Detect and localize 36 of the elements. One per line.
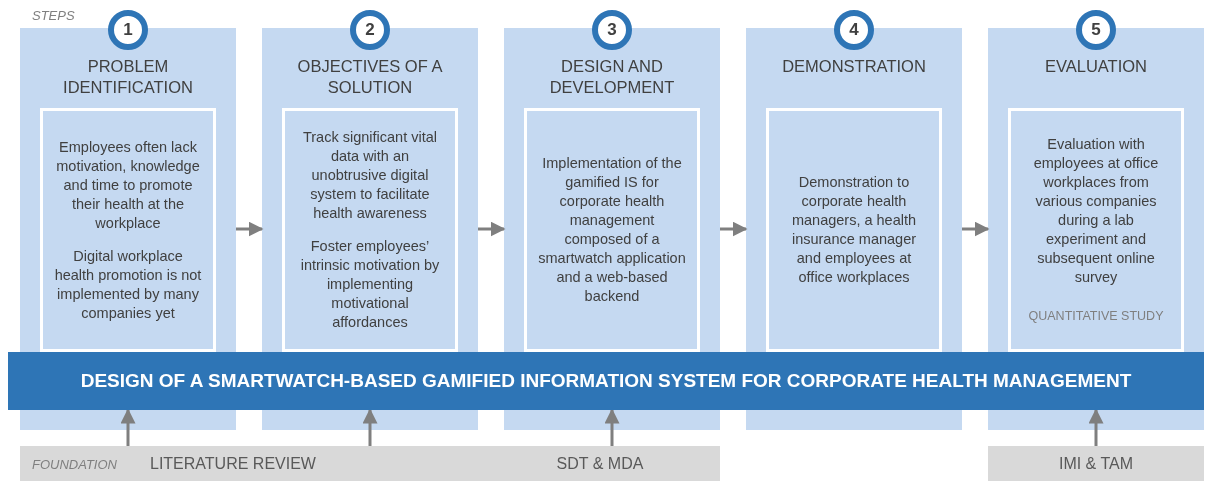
arrow xyxy=(720,221,748,237)
step-number-circle: 4 xyxy=(834,10,874,50)
section-label: FOUNDATION xyxy=(32,457,117,472)
section-label: STEPS xyxy=(32,8,75,23)
arrow xyxy=(604,408,620,446)
foundation-box: SDT & MDA xyxy=(480,446,720,481)
arrow xyxy=(478,221,506,237)
description-box xyxy=(282,108,458,352)
description-box xyxy=(524,108,700,352)
step-number-circle: 3 xyxy=(592,10,632,50)
description-text: Implementation of the gamified IS for corporate health management composed of a smartwatch application and a web-based backend xyxy=(537,154,687,306)
step-heading: EVALUATION xyxy=(1043,56,1149,77)
step-heading: PROBLEM IDENTIFICATION xyxy=(62,56,194,98)
step-number-circle: 2 xyxy=(350,10,390,50)
step-number-circle: 1 xyxy=(108,10,148,50)
description-text: Digital workplace health promotion is not implemented by many companies yet xyxy=(53,246,203,323)
arrow xyxy=(120,408,136,446)
step-heading: OBJECTIVES OF A SOLUTION xyxy=(296,56,444,98)
study-type-label: QUANTITATIVE STUDY xyxy=(1028,307,1164,325)
arrow xyxy=(236,221,264,237)
title-banner: DESIGN OF A SMARTWATCH-BASED GAMIFIED INFORMATION SYSTEM FOR CORPORATE HEALTH MANAGEMENT xyxy=(8,352,1204,410)
step-number-circle: 5 xyxy=(1076,10,1116,50)
arrow xyxy=(962,221,990,237)
description-box xyxy=(766,108,942,352)
step-heading: DEMONSTRATION xyxy=(781,56,927,77)
arrow xyxy=(1088,408,1104,446)
description-text: Employees often lack motivation, knowledge and time to promote their health at the workplace xyxy=(55,137,201,233)
description-text: Track significant vital data with an unobtrusive digital system to facilitate health awareness xyxy=(301,128,438,223)
description-text: Foster employees’ intrinsic motivation by implementing motivational affordances xyxy=(299,237,441,332)
step-heading: DESIGN AND DEVELOPMENT xyxy=(548,56,676,98)
description-text: Demonstration to corporate health managers, a health insurance manager and employees at office workplaces xyxy=(790,173,918,287)
arrow xyxy=(362,408,378,446)
description-box xyxy=(40,108,216,352)
description-box xyxy=(1008,108,1184,352)
foundation-box: IMI & TAM xyxy=(988,446,1204,481)
description-text: Evaluation with employees at office workplaces from various companies during a lab experiment and subsequent online survey xyxy=(1032,134,1160,287)
